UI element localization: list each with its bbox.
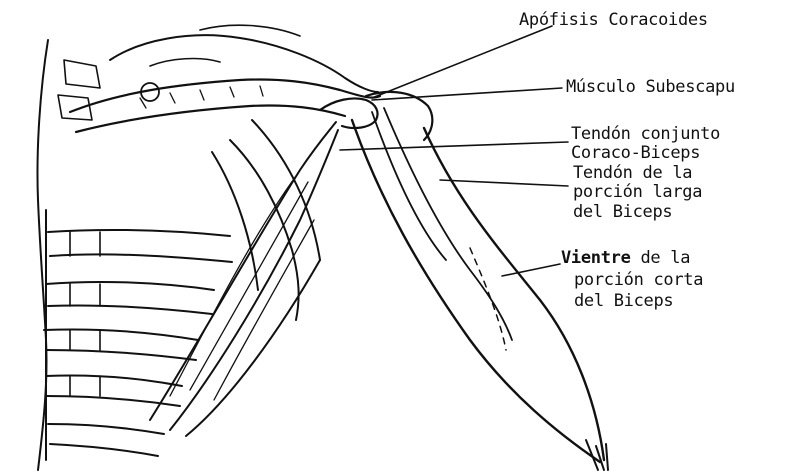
biceps-inner-dash: [470, 248, 506, 350]
pectoralis-muscle: [150, 122, 338, 436]
label-vientre-line2: porción corta: [574, 272, 703, 289]
coracoid-process: [320, 98, 378, 128]
label-vientre-word: Vientre: [561, 248, 631, 268]
rib-cage: [44, 210, 232, 460]
label-tendon-larga-line1: Tendón de la: [573, 165, 692, 182]
label-musculo-subescapular: Músculo Subescapu: [566, 79, 735, 96]
label-vientre-line1: Vientre de la: [561, 250, 690, 267]
label-tendon-larga-line3: del Biceps: [573, 204, 672, 221]
leader-lines: [340, 26, 568, 276]
label-apofisis-coracoides: Apófisis Coracoides: [519, 12, 708, 29]
label-vientre-rest: de la: [631, 248, 691, 268]
label-tendon-conjunto-line1: Tendón conjunto: [571, 126, 720, 143]
vertebra-outline: [58, 60, 100, 120]
label-tendon-conjunto-line2: Coraco-Biceps: [571, 145, 700, 162]
biceps-outline: [352, 120, 604, 462]
short-head-tendon: [372, 112, 446, 260]
label-vientre-line3: del Biceps: [574, 293, 673, 310]
label-tendon-larga-line2: porción larga: [573, 184, 702, 201]
